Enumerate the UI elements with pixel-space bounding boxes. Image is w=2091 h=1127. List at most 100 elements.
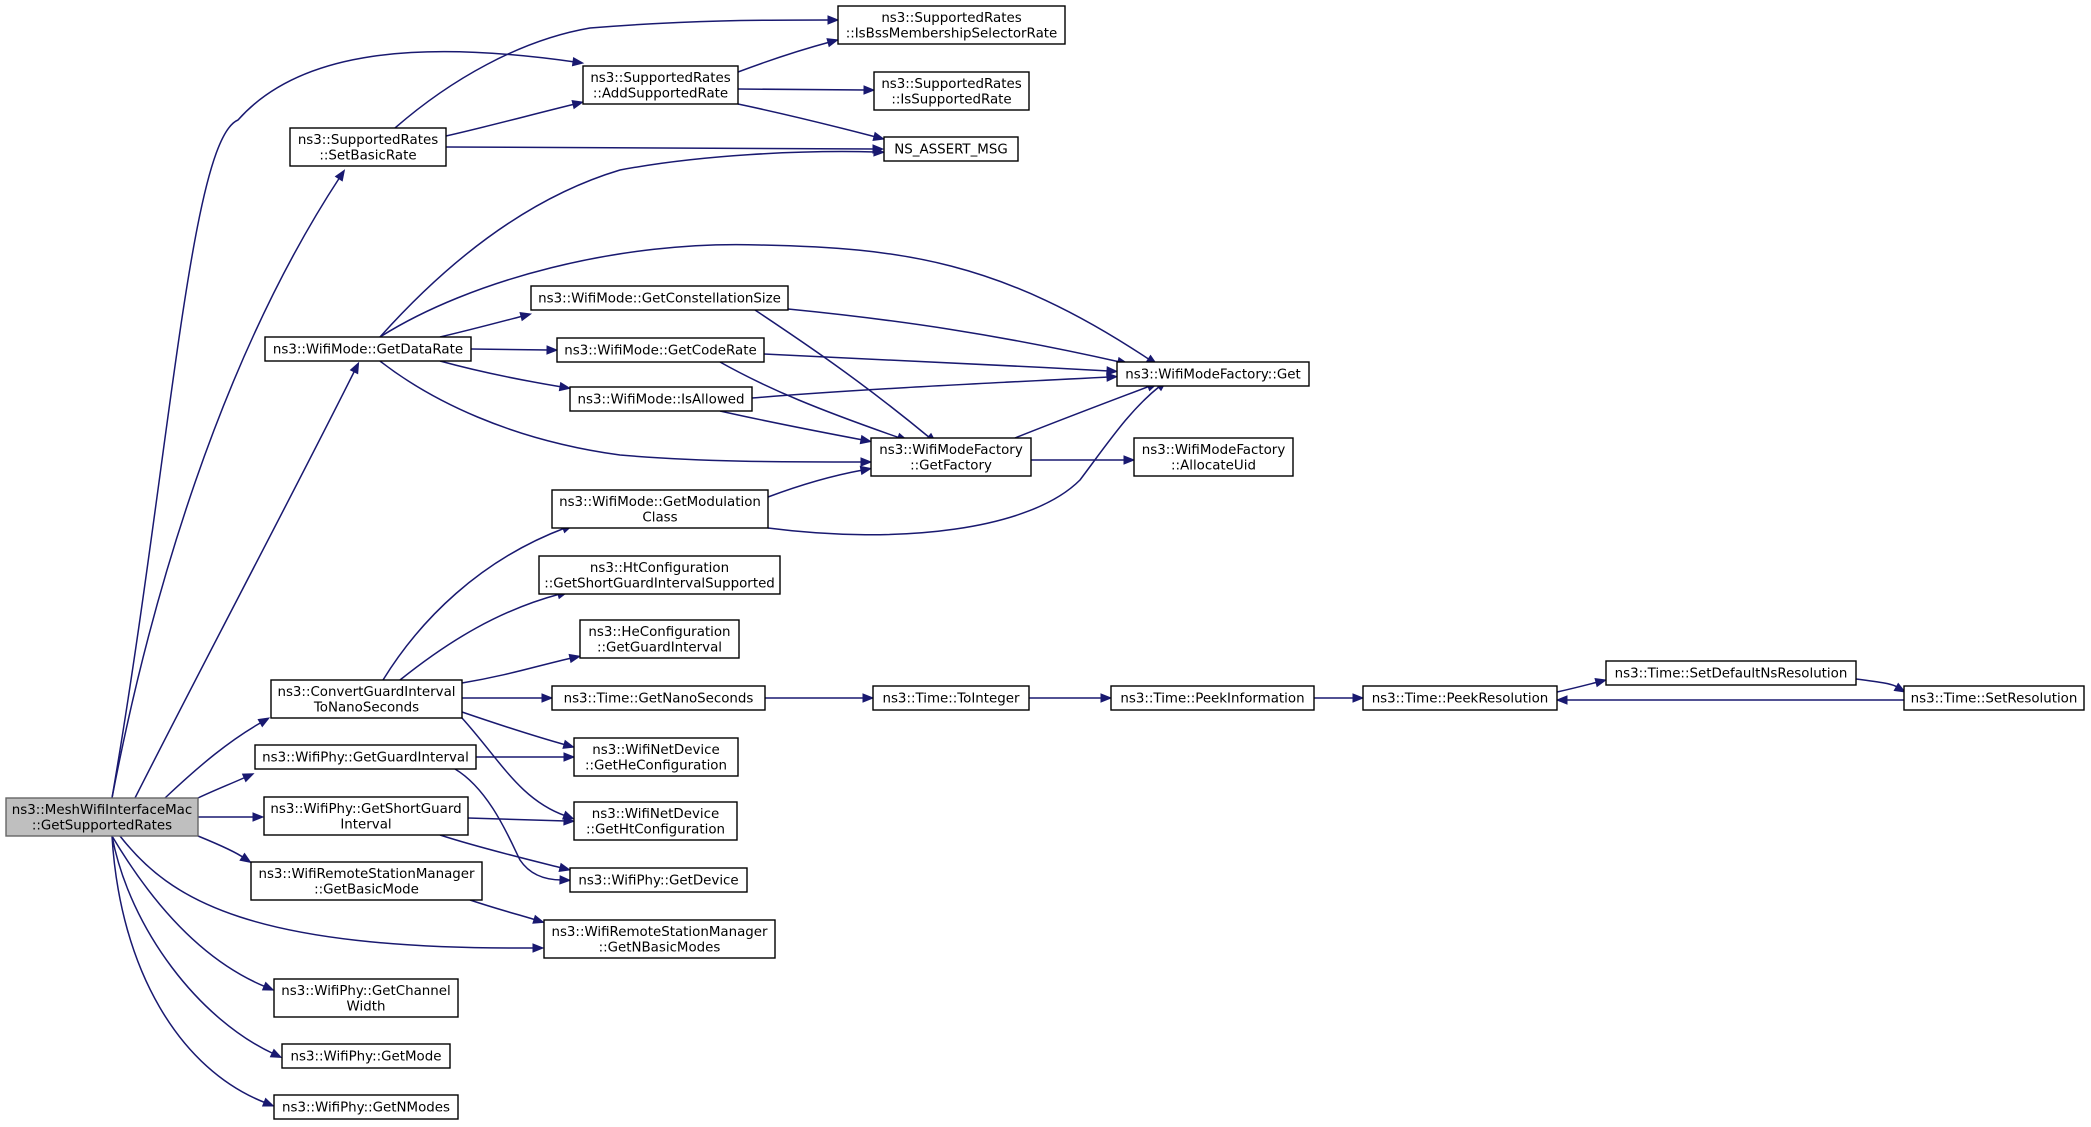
- node-label: ns3::SupportedRates: [590, 71, 730, 86]
- edge-constsize-to-getfactory: [754, 309, 931, 439]
- node-getdevice[interactable]: ns3::WifiPhy::GetDevice: [569, 867, 748, 893]
- node-label: ns3::WifiPhy::GetMode: [291, 1050, 442, 1065]
- node-setres[interactable]: ns3::Time::SetResolution: [1903, 685, 2085, 711]
- edge-peekres-to-setdefault: [1556, 681, 1599, 693]
- node-label: ns3::HtConfiguration: [590, 561, 729, 576]
- node-box: [573, 801, 738, 841]
- node-label: Interval: [340, 817, 391, 832]
- arrowhead-convert-to-nanosec: [541, 693, 554, 703]
- edge-isallowed-to-factget: [751, 376, 1110, 399]
- edge-setbasic-to-isbss: [394, 19, 831, 129]
- edge-getdatarate-to-factget: [379, 243, 1151, 361]
- node-getfactory[interactable]: ns3::WifiModeFactory::GetFactory: [870, 437, 1032, 477]
- node-tointeger[interactable]: ns3::Time::ToInteger: [872, 685, 1030, 711]
- node-label: Width: [347, 999, 386, 1014]
- node-label: ns3::WifiModeFactory::Get: [1125, 368, 1300, 383]
- arrowhead-mesh-to-addsup: [571, 56, 585, 67]
- arrowhead-convert-to-heconf: [562, 739, 575, 749]
- node-box: [281, 1043, 451, 1069]
- node-assert[interactable]: NS_ASSERT_MSG: [883, 136, 1019, 162]
- node-peekinfo[interactable]: ns3::Time::PeekInformation: [1110, 685, 1315, 711]
- node-box: [538, 555, 781, 595]
- edge-mesh-to-getmode: [111, 835, 275, 1055]
- node-constsize[interactable]: ns3::WifiMode::GetConstellationSize: [530, 285, 789, 311]
- node-factget[interactable]: ns3::WifiModeFactory::Get: [1116, 361, 1310, 387]
- node-isbss[interactable]: ns3::SupportedRates::IsBssMembershipSele…: [837, 5, 1066, 45]
- edge-convert-to-htshortgi: [399, 593, 561, 681]
- node-label: ::GetHtConfiguration: [586, 822, 725, 837]
- edge-addsup-to-issup: [737, 88, 867, 91]
- arrowhead-addsup-to-issup: [863, 85, 876, 95]
- node-getdatarate[interactable]: ns3::WifiMode::GetDataRate: [264, 336, 472, 362]
- edge-mesh-to-convert: [164, 721, 263, 799]
- node-label: ns3::MeshWifiInterfaceMac: [12, 803, 192, 818]
- node-label: ::GetNBasicModes: [599, 940, 721, 955]
- arrowhead-mesh-to-nbasic: [532, 943, 545, 953]
- node-shortguard[interactable]: ns3::WifiPhy::GetShortGuardInterval: [263, 796, 469, 836]
- node-mesh[interactable]: ns3::MeshWifiInterfaceMac::GetSupportedR…: [5, 797, 199, 837]
- node-addsup[interactable]: ns3::SupportedRates::AddSupportedRate: [582, 65, 739, 105]
- node-basicmode[interactable]: ns3::WifiRemoteStationManager::GetBasicM…: [250, 861, 483, 901]
- edge-mesh-to-basicmode: [197, 835, 245, 859]
- node-getmode[interactable]: ns3::WifiPhy::GetMode: [281, 1043, 451, 1069]
- node-box: [1116, 361, 1310, 387]
- edge-mesh-to-nbasic: [119, 835, 536, 949]
- node-box: [1903, 685, 2085, 711]
- node-htconf[interactable]: ns3::WifiNetDevice::GetHtConfiguration: [573, 801, 738, 841]
- node-label: ns3::WifiRemoteStationManager: [551, 925, 768, 940]
- node-label: ns3::WifiMode::GetConstellationSize: [538, 292, 781, 307]
- node-coderate[interactable]: ns3::WifiMode::GetCodeRate: [556, 337, 765, 363]
- arrowhead-mesh-to-guardint: [241, 773, 255, 783]
- node-label: ns3::WifiPhy::GetShortGuard: [270, 802, 461, 817]
- node-label: ns3::WifiMode::GetDataRate: [273, 343, 463, 358]
- node-heguard[interactable]: ns3::HeConfiguration::GetGuardInterval: [579, 619, 740, 659]
- node-allocuid[interactable]: ns3::WifiModeFactory::AllocateUid: [1133, 437, 1294, 477]
- arrowhead-isallowed-to-getfactory: [859, 434, 873, 445]
- edge-coderate-to-getfactory: [719, 361, 901, 439]
- node-label: ::SetBasicRate: [319, 148, 416, 163]
- node-label: ::GetSupportedRates: [32, 818, 172, 833]
- node-guardint[interactable]: ns3::WifiPhy::GetGuardInterval: [254, 744, 477, 770]
- node-box: [1110, 685, 1315, 711]
- edges-layer: [111, 15, 1907, 1107]
- node-label: ::GetGuardInterval: [597, 640, 722, 655]
- node-label: ns3::Time::SetResolution: [1911, 692, 2078, 707]
- edge-mesh-to-addsup: [111, 50, 576, 799]
- arrowhead-mesh-to-getmode: [269, 1048, 283, 1059]
- edge-convert-to-heconf: [461, 711, 567, 746]
- node-label: Class: [642, 510, 677, 525]
- node-getnmodes[interactable]: ns3::WifiPhy::GetNModes: [273, 1094, 459, 1120]
- node-label: ns3::WifiPhy::GetGuardInterval: [262, 751, 469, 766]
- node-heconf[interactable]: ns3::WifiNetDevice::GetHeConfiguration: [573, 737, 739, 777]
- node-setdefault[interactable]: ns3::Time::SetDefaultNsResolution: [1605, 660, 1857, 686]
- edge-mesh-to-guardint: [197, 776, 247, 799]
- node-label: ns3::WifiNetDevice: [592, 807, 719, 822]
- node-nanosec[interactable]: ns3::Time::GetNanoSeconds: [551, 685, 766, 711]
- node-isallowed[interactable]: ns3::WifiMode::IsAllowed: [569, 386, 753, 412]
- node-box: [250, 861, 483, 901]
- arrowhead-peekres-to-setdefault: [1594, 678, 1608, 688]
- node-box: [273, 978, 459, 1018]
- node-label: ::IsSupportedRate: [891, 92, 1011, 107]
- arrowhead-isallowed-to-factget: [1106, 372, 1119, 382]
- edge-setdefault-to-setres: [1855, 678, 1899, 689]
- node-htshortgi[interactable]: ns3::HtConfiguration::GetShortGuardInter…: [538, 555, 781, 595]
- edge-getdatarate-to-constsize: [439, 315, 524, 338]
- node-box: [837, 5, 1066, 45]
- edge-getdatarate-to-coderate: [470, 348, 550, 351]
- node-setbasic[interactable]: ns3::SupportedRates::SetBasicRate: [289, 127, 447, 167]
- node-box: [870, 437, 1032, 477]
- node-peekres[interactable]: ns3::Time::PeekResolution: [1362, 685, 1558, 711]
- node-nbasic[interactable]: ns3::WifiRemoteStationManager::GetNBasic…: [543, 919, 776, 959]
- edge-shortguard-to-getdevice: [439, 834, 563, 869]
- node-label: ns3::WifiMode::GetModulation: [559, 495, 761, 510]
- arrowhead-tointeger-to-peekinfo: [1100, 693, 1113, 703]
- node-label: ns3::Time::SetDefaultNsResolution: [1615, 667, 1848, 682]
- arrowhead-peekinfo-to-peekres: [1352, 693, 1365, 703]
- node-issup[interactable]: ns3::SupportedRates::IsSupportedRate: [873, 71, 1030, 111]
- node-label: ns3::WifiMode::GetCodeRate: [564, 344, 756, 359]
